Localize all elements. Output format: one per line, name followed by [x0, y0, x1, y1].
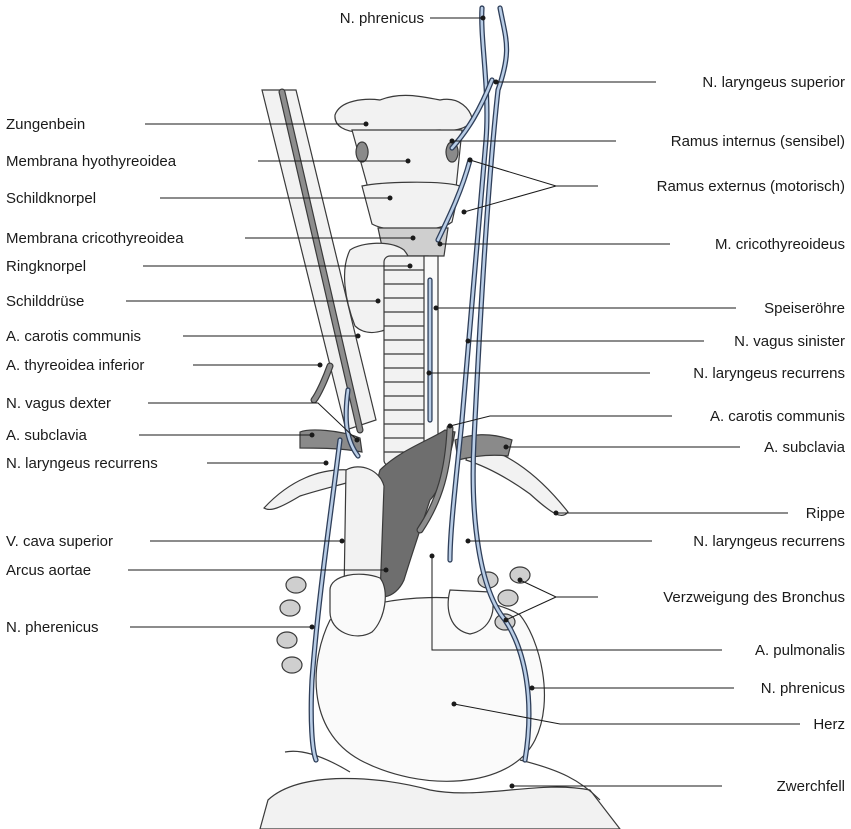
label-zwerchfell: Zwerchfell	[777, 778, 845, 795]
hyoid-shape	[335, 95, 472, 132]
label-a-subclavia-right: A. subclavia	[764, 439, 846, 456]
label-n-phrenicus-top: N. phrenicus	[340, 10, 424, 27]
left-labels: Zungenbein Membrana hyothyreoidea Schild…	[6, 116, 184, 636]
label-n-pherenicus: N. pherenicus	[6, 619, 99, 636]
label-a-thyreoidea-inferior: A. thyreoidea inferior	[6, 357, 144, 374]
label-ramus-internus: Ramus internus (sensibel)	[671, 133, 845, 150]
label-a-pulmonalis: A. pulmonalis	[755, 642, 845, 659]
label-membrana-cricothyreoidea: Membrana cricothyreoidea	[6, 230, 184, 247]
label-rippe: Rippe	[806, 505, 845, 522]
bronchus-ring	[280, 600, 300, 616]
label-n-laryngeus-recurrens-right: N. laryngeus recurrens	[693, 365, 845, 382]
label-v-cava-superior: V. cava superior	[6, 533, 113, 550]
label-n-phrenicus: N. phrenicus	[761, 680, 845, 697]
illustration	[260, 8, 620, 829]
bronchus-ring	[282, 657, 302, 673]
label-n-laryngeus-superior: N. laryngeus superior	[702, 74, 845, 91]
label-schilddruese: Schilddrüse	[6, 293, 84, 310]
label-n-vagus-dexter: N. vagus dexter	[6, 395, 111, 412]
label-membrana-hyothyreoidea: Membrana hyothyreoidea	[6, 153, 177, 170]
label-schildknorpel: Schildknorpel	[6, 190, 96, 207]
label-ramus-externus: Ramus externus (motorisch)	[657, 178, 845, 195]
label-m-cricothyreoideus: M. cricothyreoideus	[715, 236, 845, 253]
label-a-carotis-communis-right: A. carotis communis	[710, 408, 845, 425]
label-speiseroehre: Speiseröhre	[764, 300, 845, 317]
label-n-laryngeus-recurrens-right-2: N. laryngeus recurrens	[693, 533, 845, 550]
label-a-carotis-communis-left: A. carotis communis	[6, 328, 141, 345]
label-zungenbein: Zungenbein	[6, 116, 85, 133]
pulmonary-trunk	[330, 574, 385, 636]
label-n-laryngeus-recurrens-left: N. laryngeus recurrens	[6, 455, 158, 472]
thyroid-artery-inner	[314, 366, 330, 400]
label-ringknorpel: Ringknorpel	[6, 258, 86, 275]
bronchus-ring	[286, 577, 306, 593]
label-herz: Herz	[813, 716, 845, 733]
label-a-subclavia-left: A. subclavia	[6, 427, 88, 444]
label-arcus-aortae: Arcus aortae	[6, 562, 91, 579]
bronchus-ring	[277, 632, 297, 648]
bronchus-ring	[498, 590, 518, 606]
label-verzweigung-bronchus: Verzweigung des Bronchus	[663, 589, 845, 606]
rib-left	[264, 470, 356, 510]
label-n-vagus-sinister: N. vagus sinister	[734, 333, 845, 350]
